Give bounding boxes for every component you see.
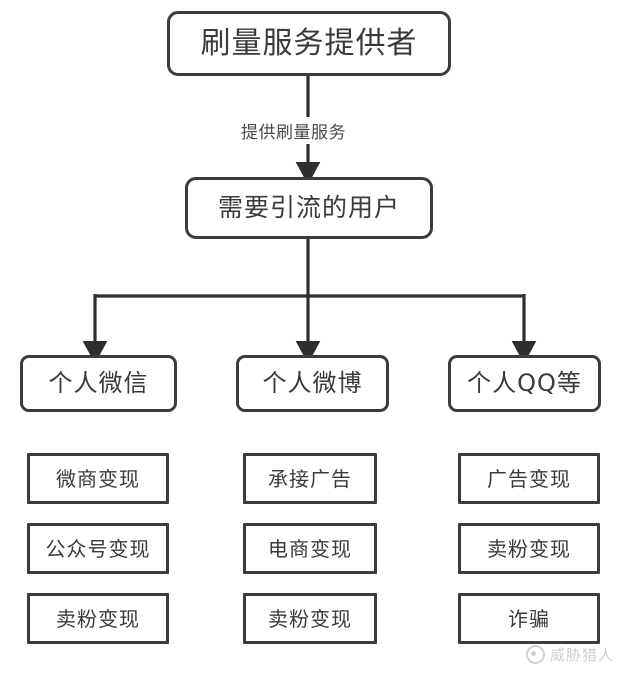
leaf-qq-1[interactable]: 广告变现 [458,453,600,504]
node-channel-qq-label: 个人QQ等 [467,369,582,398]
leaf-qq-2[interactable]: 卖粉变现 [458,523,600,574]
leaf-wechat-3-label: 卖粉变现 [56,606,140,631]
leaf-weibo-3-label: 卖粉变现 [268,606,352,631]
watermark-text: 威胁猎人 [549,646,614,664]
node-channel-weibo[interactable]: 个人微博 [236,355,389,412]
leaf-wechat-2[interactable]: 公众号变现 [27,523,169,574]
leaf-wechat-3[interactable]: 卖粉变现 [27,593,169,644]
edge-label-provide-service: 提供刷量服务 [236,117,351,144]
leaf-wechat-2-label: 公众号变现 [45,536,151,561]
leaf-weibo-2[interactable]: 电商变现 [243,523,377,574]
leaf-qq-3[interactable]: 诈骗 [458,593,600,644]
leaf-weibo-1-label: 承接广告 [268,466,352,491]
node-traffic-seeking-users-label: 需要引流的用户 [217,193,400,223]
node-channel-wechat-label: 个人微信 [48,369,149,398]
node-channel-qq[interactable]: 个人QQ等 [448,355,601,412]
watermark: 威胁猎人 [525,644,614,665]
leaf-qq-2-label: 卖粉变现 [487,536,571,561]
leaf-qq-1-label: 广告变现 [487,466,571,491]
node-service-provider[interactable]: 刷量服务提供者 [167,11,451,76]
node-service-provider-label: 刷量服务提供者 [200,26,418,61]
leaf-wechat-1[interactable]: 微商变现 [27,453,169,504]
leaf-weibo-3[interactable]: 卖粉变现 [243,593,377,644]
edge-label-provide-service-text: 提供刷量服务 [241,123,346,143]
leaf-qq-3-label: 诈骗 [508,606,550,631]
leaf-wechat-1-label: 微商变现 [56,466,140,491]
node-traffic-seeking-users[interactable]: 需要引流的用户 [185,177,433,239]
node-channel-weibo-label: 个人微博 [262,369,363,398]
leaf-weibo-1[interactable]: 承接广告 [243,453,377,504]
leaf-weibo-2-label: 电商变现 [268,536,352,561]
circle-logo-icon [525,645,545,664]
node-channel-wechat[interactable]: 个人微信 [20,355,177,412]
